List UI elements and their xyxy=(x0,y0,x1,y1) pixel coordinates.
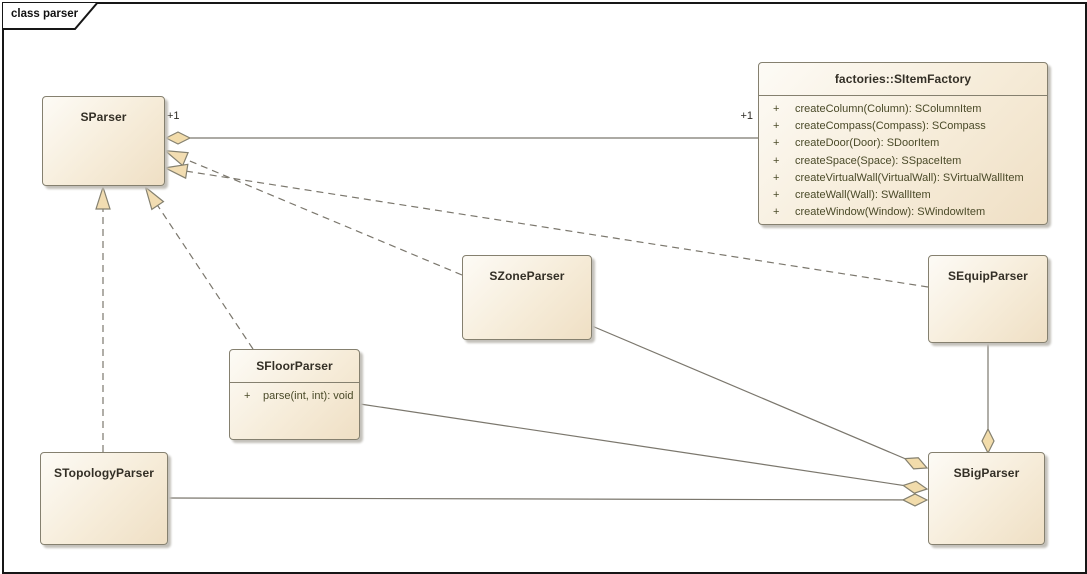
compartment-divider xyxy=(759,95,1047,96)
connector-sfloorparser-sbigparser-aggregation[interactable] xyxy=(359,403,927,489)
connector-szoneparser-sbigparser-aggregation[interactable] xyxy=(591,325,927,468)
connector-stopologyparser-sbigparser-aggregation[interactable] xyxy=(167,498,927,500)
method-visibility: + xyxy=(773,137,780,150)
method-signature: createDoor(Door): SDoorItem xyxy=(795,137,940,150)
method-signature: createVirtualWall(VirtualWall): SVirtual… xyxy=(795,171,1024,184)
class-box-sitemfactory[interactable]: factories::SItemFactory + createColumn(C… xyxy=(758,62,1048,225)
class-box-sbigparser[interactable]: SBigParser xyxy=(928,452,1045,545)
method-visibility: + xyxy=(773,120,780,133)
class-box-szoneparser[interactable]: SZoneParser xyxy=(462,255,592,340)
compartment-divider xyxy=(230,382,359,383)
method-visibility: + xyxy=(773,188,780,201)
method-signature: createCompass(Compass): SCompass xyxy=(795,120,986,133)
diagram-frame-tab xyxy=(2,2,100,30)
method-row[interactable]: + createCompass(Compass): SCompass xyxy=(759,118,1047,135)
class-title-sbigparser: SBigParser xyxy=(953,466,1020,480)
method-compartment: + parse(int, int): void xyxy=(230,383,359,405)
class-box-stopologyparser[interactable]: STopologyParser xyxy=(40,452,168,545)
method-row[interactable]: + createWall(Wall): SWallItem xyxy=(759,187,1047,204)
method-signature: createWindow(Window): SWindowItem xyxy=(795,206,986,219)
class-title-sequipparser: SEquipParser xyxy=(948,269,1028,283)
class-box-sequipparser[interactable]: SEquipParser xyxy=(928,255,1048,343)
method-compartment: + createColumn(Column): SColumnItem + cr… xyxy=(759,96,1047,221)
method-visibility: + xyxy=(773,171,780,184)
method-row[interactable]: + createDoor(Door): SDoorItem xyxy=(759,135,1047,152)
method-visibility: + xyxy=(773,103,780,115)
method-visibility: + xyxy=(773,206,780,219)
method-signature: parse(int, int): void xyxy=(263,390,354,402)
method-row[interactable]: + parse(int, int): void xyxy=(230,388,359,405)
frame-tab-shape xyxy=(2,2,100,30)
class-box-sfloorparser[interactable]: SFloorParser + parse(int, int): void xyxy=(229,349,360,440)
multiplicity-label-factory-end: +1 xyxy=(740,110,753,122)
class-title-szoneparser: SZoneParser xyxy=(489,269,565,283)
connector-sequipparser-sparser-realization[interactable] xyxy=(166,168,929,288)
method-signature: createWall(Wall): SWallItem xyxy=(795,188,931,201)
class-box-sparser[interactable]: SParser xyxy=(42,96,165,186)
connector-szoneparser-sparser-realization[interactable] xyxy=(166,151,463,276)
multiplicity-label-sparser-end: +1 xyxy=(167,110,180,122)
method-visibility: + xyxy=(244,390,251,402)
frame-tab-label: class parser xyxy=(11,8,79,20)
method-row[interactable]: + createSpace(Space): SSpaceItem xyxy=(759,153,1047,170)
class-title-sparser: SParser xyxy=(80,110,127,124)
method-signature: createSpace(Space): SSpaceItem xyxy=(795,154,962,167)
class-title-sfloorparser: SFloorParser xyxy=(256,359,333,373)
class-title-stopologyparser: STopologyParser xyxy=(54,466,154,480)
method-row[interactable]: + createVirtualWall(VirtualWall): SVirtu… xyxy=(759,170,1047,187)
class-title-sitemfactory: factories::SItemFactory xyxy=(834,72,972,86)
method-row[interactable]: + createColumn(Column): SColumnItem xyxy=(759,101,1047,118)
connector-sfloorparser-sparser-realization[interactable] xyxy=(146,188,254,350)
method-visibility: + xyxy=(773,154,780,167)
method-row[interactable]: + createWindow(Window): SWindowItem xyxy=(759,204,1047,221)
method-signature: createColumn(Column): SColumnItem xyxy=(795,103,982,115)
